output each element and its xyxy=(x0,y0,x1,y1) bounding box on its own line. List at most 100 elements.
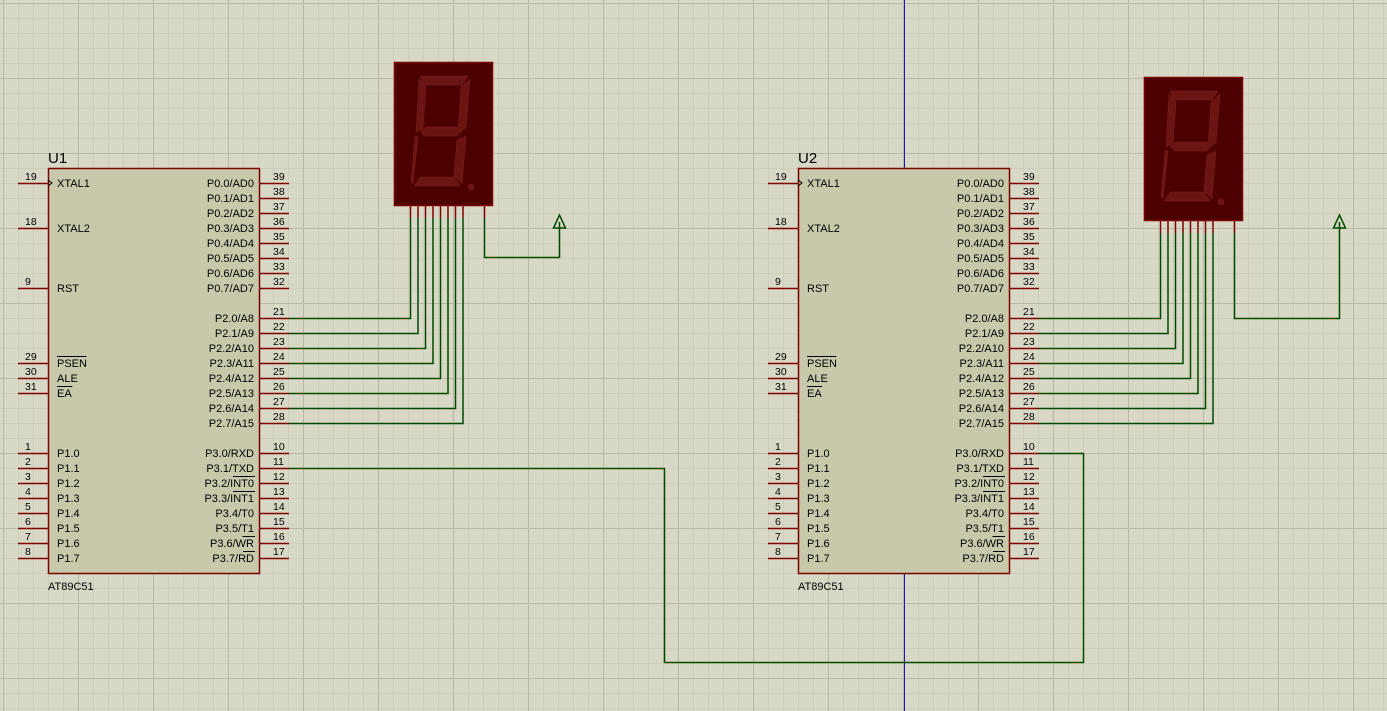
power-terminal-icon xyxy=(552,213,567,229)
pin-p1-2[interactable]: 3P1.2 xyxy=(768,471,830,490)
pin-p1-7[interactable]: 8P1.7 xyxy=(18,546,80,565)
pin-p1-0[interactable]: 1P1.0 xyxy=(768,441,830,460)
pin-label: P1.6 xyxy=(807,538,830,550)
pin-p1-4[interactable]: 5P1.4 xyxy=(18,501,80,520)
pin-label: EA xyxy=(807,388,822,400)
seven-segment-display-1[interactable] xyxy=(393,61,494,219)
segment-c xyxy=(453,135,467,185)
wire-p2-3-to-segment xyxy=(289,218,434,365)
microcontroller-u2[interactable]: U2AT89C5119XTAL118XTAL29RST29PSEN30ALE31… xyxy=(768,150,1039,593)
pin-p1-1[interactable]: 2P1.1 xyxy=(768,456,830,475)
pin-p1-0[interactable]: 1P1.0 xyxy=(18,441,80,460)
pin-p1-1[interactable]: 2P1.1 xyxy=(18,456,80,475)
pin-p1-5[interactable]: 6P1.5 xyxy=(18,516,80,535)
chip-body[interactable] xyxy=(797,167,1011,575)
pin-p1-6[interactable]: 7P1.6 xyxy=(768,531,830,550)
microcontroller-u1[interactable]: U1AT89C5119XTAL118XTAL29RST29PSEN30ALE31… xyxy=(18,150,289,593)
pin-p1-2[interactable]: 3P1.2 xyxy=(18,471,80,490)
pin-p1-3[interactable]: 4P1.3 xyxy=(768,486,830,505)
seven-segment-display-2[interactable] xyxy=(1143,76,1244,234)
pin-number: 12 xyxy=(1023,471,1035,483)
pin-number: 33 xyxy=(1023,261,1035,273)
wire-common-to-power xyxy=(1233,222,1341,320)
pin-p1-5[interactable]: 6P1.5 xyxy=(768,516,830,535)
chip-body[interactable] xyxy=(47,167,261,575)
pin-label: XTAL2 xyxy=(807,223,840,235)
wire-p2-2-to-segment xyxy=(1039,233,1177,350)
pin-number: 33 xyxy=(273,261,285,273)
pin-label: P1.7 xyxy=(807,553,830,565)
pin-p1-7[interactable]: 8P1.7 xyxy=(768,546,830,565)
pin-p1-6[interactable]: 7P1.6 xyxy=(18,531,80,550)
pin-label: RST xyxy=(807,283,829,295)
pin-label: P3.5/T1 xyxy=(965,523,1004,535)
pin-number: 17 xyxy=(1023,546,1035,558)
pin-label: P1.4 xyxy=(57,508,80,520)
chip-part-name: AT89C51 xyxy=(48,581,94,593)
pin-p1-3[interactable]: 4P1.3 xyxy=(18,486,80,505)
pin-p1-4[interactable]: 5P1.4 xyxy=(768,501,830,520)
